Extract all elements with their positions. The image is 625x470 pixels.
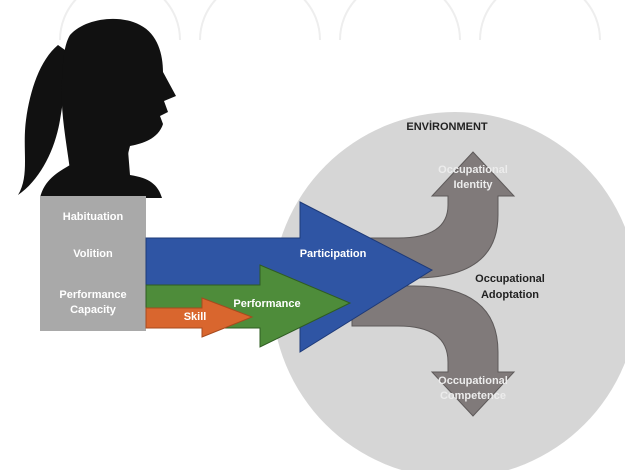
person-silhouette: [18, 18, 177, 198]
skill-label: Skill: [183, 311, 207, 323]
skill-arrow: [145, 297, 254, 338]
performance-capacity-label-line2: Capacity: [70, 304, 116, 316]
occupational-competence-label-line2: Competence: [439, 390, 507, 402]
participation-label: Participation: [299, 248, 367, 260]
environment-title: ENVİRONMENT: [406, 121, 488, 133]
performance-capacity-label-line1: Performance: [59, 289, 127, 301]
performance-label: Performance: [233, 298, 301, 310]
occupational-identity-arrow: [351, 151, 516, 279]
background-arcs: [59, 0, 601, 41]
habituation-label: Habituation: [62, 211, 124, 223]
occupational-identity-label-line1: Occupational: [438, 164, 508, 176]
occupational-competence-label-line1: Occupational: [438, 375, 508, 387]
occupational-identity-label-line2: Identity: [453, 179, 493, 191]
occupational-adoptation-label-line1: Occupational: [475, 273, 545, 285]
occupational-adoptation-label-line2: Adoptation: [480, 289, 540, 301]
person-attributes-box: [40, 196, 146, 331]
volition-label: Volition: [73, 248, 113, 260]
occupational-competence-arrow: [351, 285, 516, 417]
